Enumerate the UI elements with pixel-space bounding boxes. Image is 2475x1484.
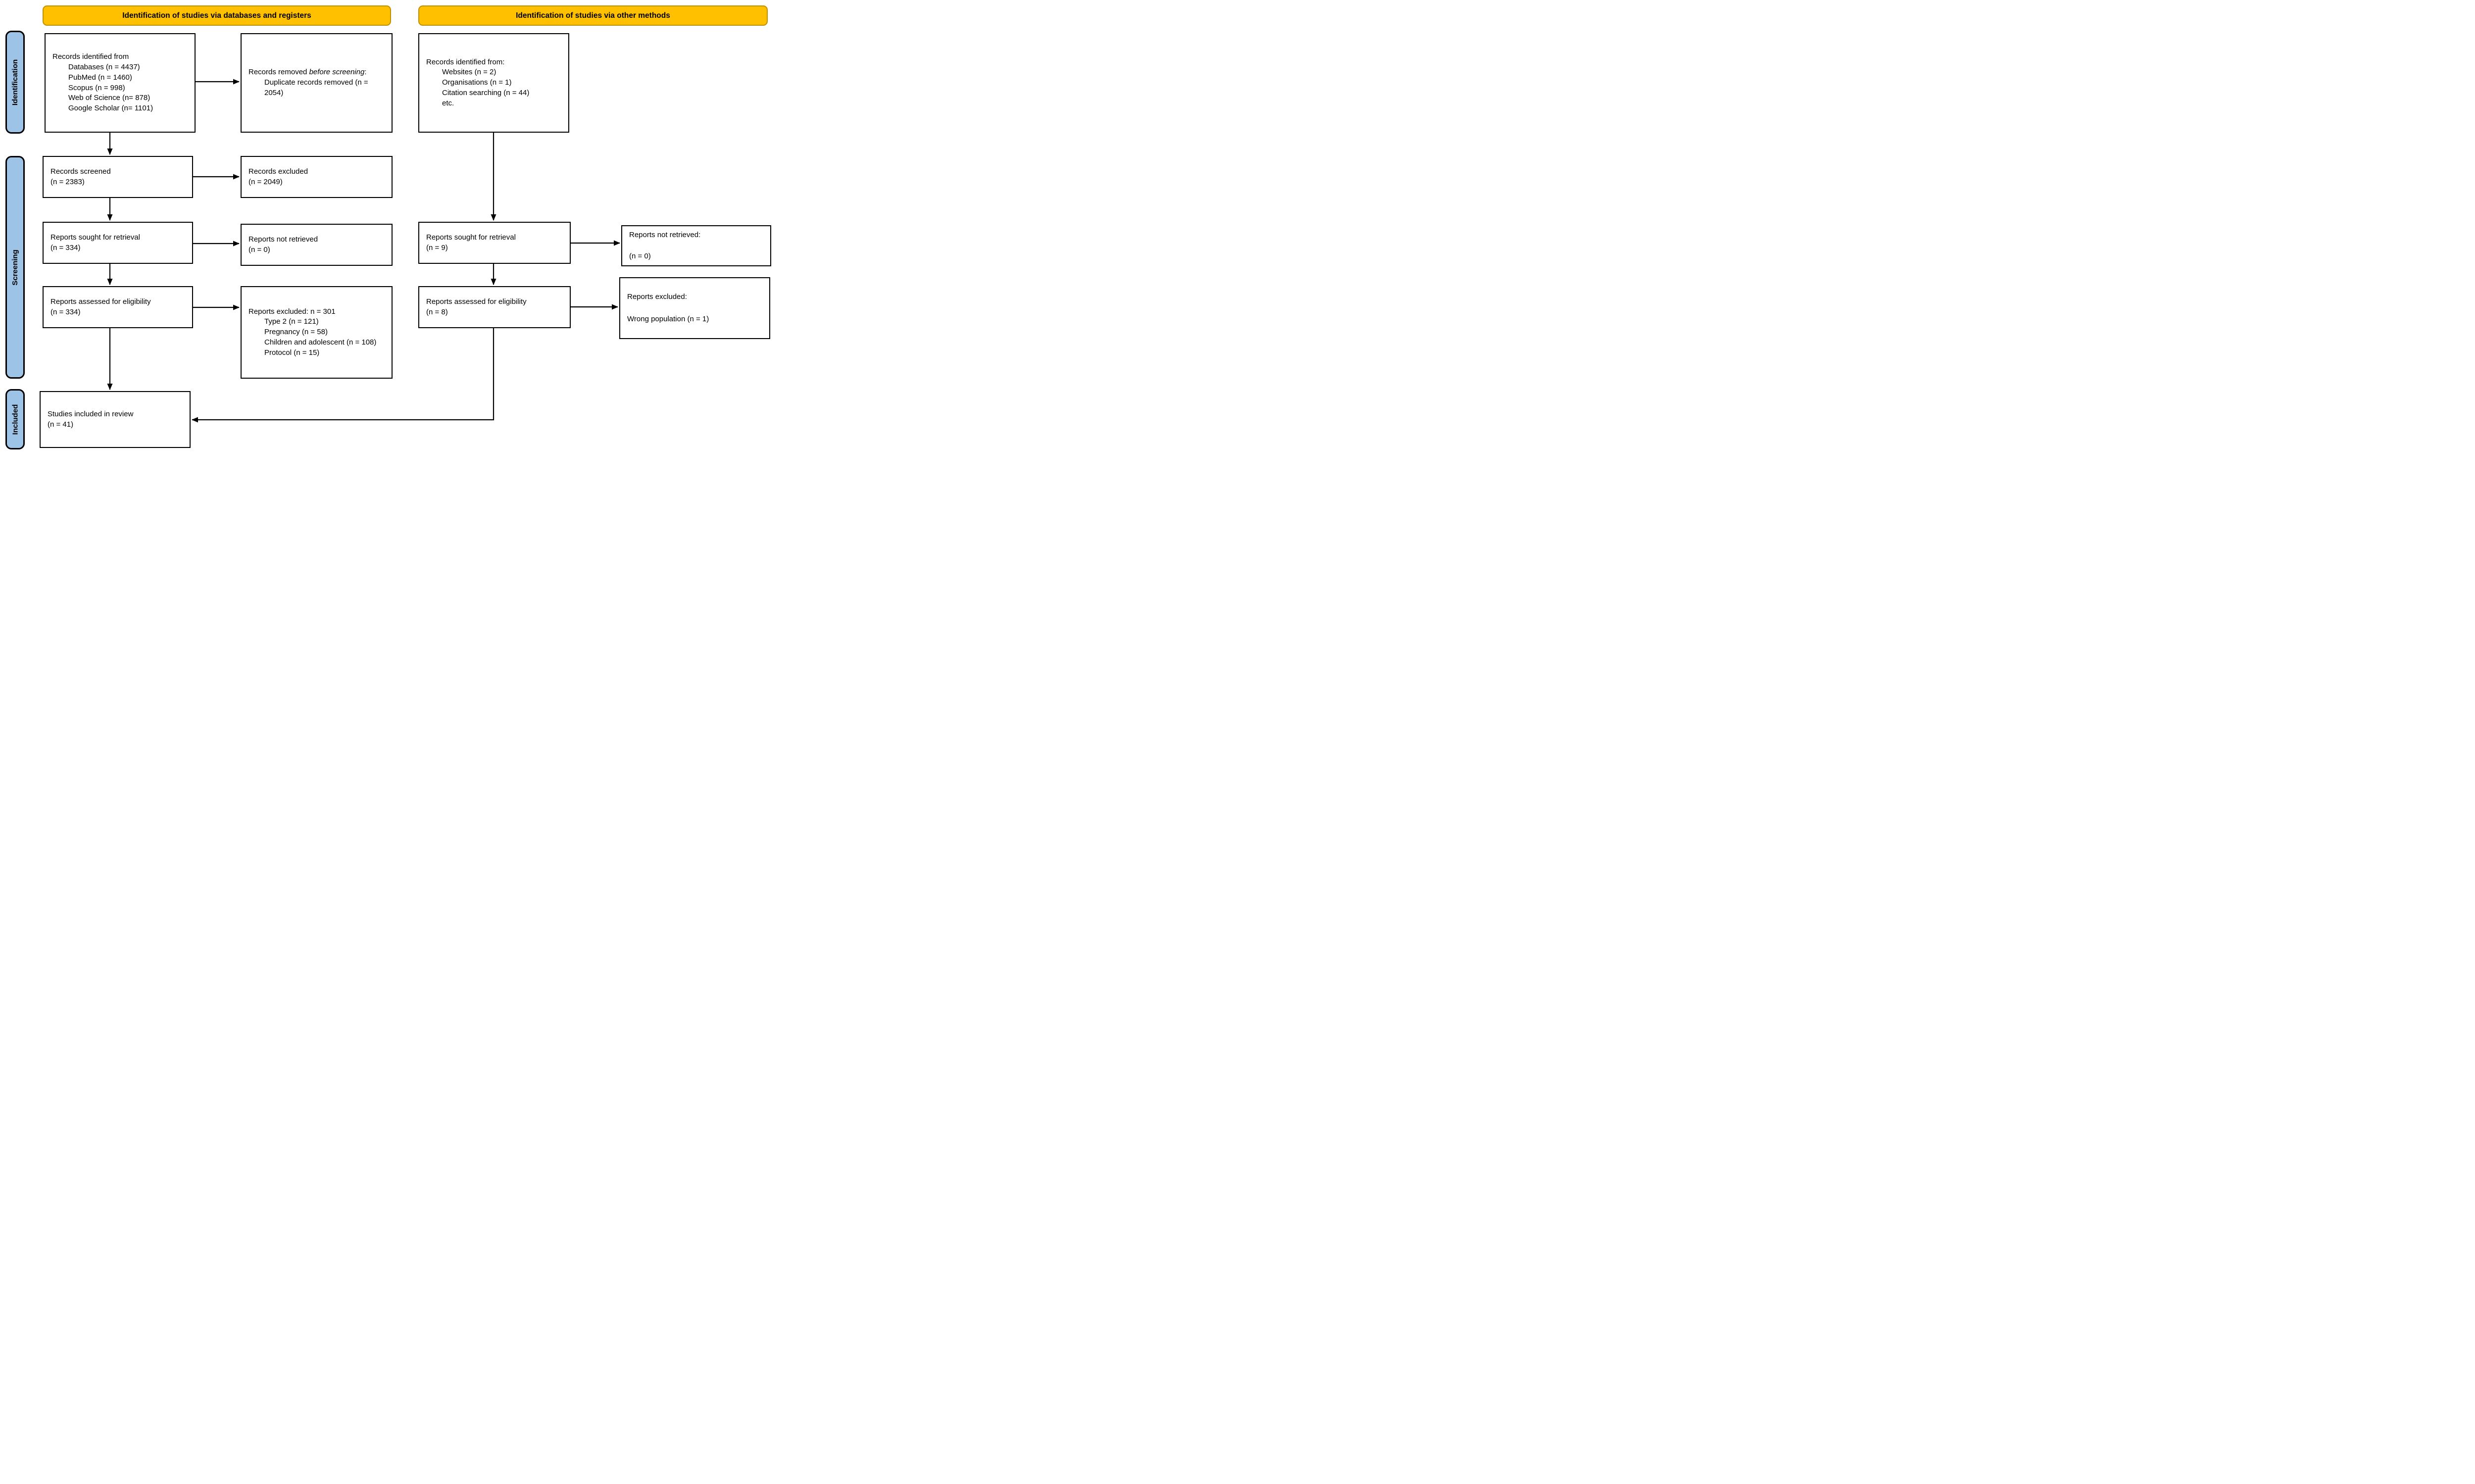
box-item: Children and adolescent (n = 108) bbox=[264, 338, 377, 346]
box-line: (n = 2049) bbox=[248, 177, 283, 186]
banner-other-methods: Identification of studies via other meth… bbox=[418, 5, 768, 26]
box-line: (n = 41) bbox=[48, 420, 74, 429]
box-line: (n = 334) bbox=[50, 243, 81, 252]
box-line: Reports assessed for eligibility bbox=[50, 297, 151, 306]
box-line: Reports sought for retrieval bbox=[50, 233, 140, 242]
box-line: Reports sought for retrieval bbox=[426, 233, 516, 242]
box-records-excluded: Records excluded (n = 2049) bbox=[241, 156, 393, 198]
box-line: (n = 8) bbox=[426, 307, 448, 316]
box-reports-not-retrieved-databases: Reports not retrieved (n = 0) bbox=[241, 224, 393, 266]
box-title: Records identified from: bbox=[426, 57, 505, 66]
stage-band-included: Included bbox=[5, 389, 25, 449]
box-reports-assessed-databases: Reports assessed for eligibility (n = 33… bbox=[43, 286, 193, 328]
box-line: (n = 2383) bbox=[50, 177, 85, 186]
box-records-identified-databases: Records identified from Databases (n = 4… bbox=[45, 33, 196, 133]
box-line: Reports not retrieved bbox=[248, 235, 318, 244]
box-records-screened: Records screened (n = 2383) bbox=[43, 156, 193, 198]
box-records-identified-other: Records identified from: Websites (n = 2… bbox=[418, 33, 569, 133]
box-records-removed-before-screening: Records removed before screening: Duplic… bbox=[241, 33, 393, 133]
box-reports-excluded-databases: Reports excluded: n = 301 Type 2 (n = 12… bbox=[241, 286, 393, 379]
box-line: (n = 9) bbox=[426, 243, 448, 252]
box-studies-included: Studies included in review (n = 41) bbox=[40, 391, 191, 448]
box-item: Pregnancy (n = 58) bbox=[264, 328, 328, 337]
box-title: Records identified from bbox=[52, 52, 129, 61]
box-title: Records removed before screening: bbox=[248, 68, 367, 77]
banner-databases-registers-label: Identification of studies via databases … bbox=[122, 11, 311, 20]
box-item: Websites (n = 2) bbox=[442, 68, 496, 77]
box-item: Google Scholar (n= 1101) bbox=[68, 103, 153, 112]
box-line: Reports not retrieved: bbox=[629, 230, 701, 239]
box-item: Protocol (n = 15) bbox=[264, 348, 320, 357]
stage-band-screening: Screening bbox=[5, 156, 25, 379]
box-line: Reports excluded: bbox=[627, 292, 687, 301]
box-item: Duplicate records removed (n = 2054) bbox=[264, 78, 368, 97]
box-line: (n = 0) bbox=[248, 245, 270, 254]
prisma-flow-diagram: Identification of studies via databases … bbox=[0, 0, 776, 454]
box-line: Records excluded bbox=[248, 167, 308, 176]
spacer bbox=[629, 241, 764, 251]
banner-databases-registers: Identification of studies via databases … bbox=[43, 5, 391, 26]
box-item: etc. bbox=[442, 99, 454, 107]
box-item: Organisations (n = 1) bbox=[442, 78, 512, 87]
stage-band-identification-label: Identification bbox=[11, 59, 19, 105]
box-title: Reports excluded: n = 301 bbox=[248, 307, 336, 316]
box-reports-excluded-other: Reports excluded: Wrong population (n = … bbox=[619, 277, 770, 339]
box-line: (n = 0) bbox=[629, 251, 651, 260]
flow-arrows-layer bbox=[107, 79, 620, 423]
box-item: Scopus (n = 998) bbox=[68, 83, 125, 92]
box-reports-assessed-other: Reports assessed for eligibility (n = 8) bbox=[418, 286, 571, 328]
box-item: PubMed (n = 1460) bbox=[68, 73, 132, 82]
stage-band-screening-label: Screening bbox=[11, 249, 19, 286]
stage-band-included-label: Included bbox=[11, 404, 20, 435]
box-line: Wrong population (n = 1) bbox=[627, 314, 709, 323]
box-reports-sought-other: Reports sought for retrieval (n = 9) bbox=[418, 222, 571, 264]
box-item: Type 2 (n = 121) bbox=[264, 317, 319, 326]
banner-other-methods-label: Identification of studies via other meth… bbox=[516, 11, 670, 20]
stage-band-identification: Identification bbox=[5, 31, 25, 134]
box-line: Studies included in review bbox=[48, 409, 134, 418]
box-reports-not-retrieved-other: Reports not retrieved: (n = 0) bbox=[621, 225, 771, 266]
box-item: Web of Science (n= 878) bbox=[68, 94, 150, 102]
box-line: Records screened bbox=[50, 167, 111, 176]
box-line: Reports assessed for eligibility bbox=[426, 297, 527, 306]
box-reports-sought-databases: Reports sought for retrieval (n = 334) bbox=[43, 222, 193, 264]
box-item: Citation searching (n = 44) bbox=[442, 88, 530, 97]
box-item: Databases (n = 4437) bbox=[68, 63, 140, 72]
arrow-other-assessed-to-included bbox=[192, 328, 495, 423]
spacer bbox=[627, 302, 763, 314]
box-line: (n = 334) bbox=[50, 307, 81, 316]
